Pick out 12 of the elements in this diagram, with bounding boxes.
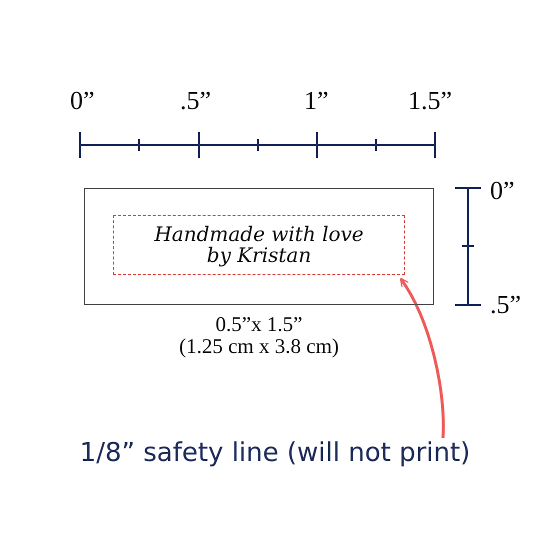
arrow — [400, 278, 445, 438]
note-text: 1/8” safety line (will not print) — [80, 438, 470, 468]
ruler-mark-label: .5” — [490, 292, 522, 318]
ruler-mark-label: 1.5” — [408, 88, 452, 114]
label-outline — [84, 188, 434, 305]
dimension-text: (1.25 cm x 3.8 cm) — [179, 336, 339, 357]
ruler-mark-label: 1” — [304, 88, 329, 114]
ruler-mark-label: 0” — [70, 88, 95, 114]
label-text: Handmade with love by Kristan — [153, 224, 365, 266]
dimension-text: 0.5”x 1.5” — [216, 314, 302, 335]
ruler-mark-label: 0” — [490, 178, 515, 204]
ruler-mark-label: .5” — [180, 88, 212, 114]
